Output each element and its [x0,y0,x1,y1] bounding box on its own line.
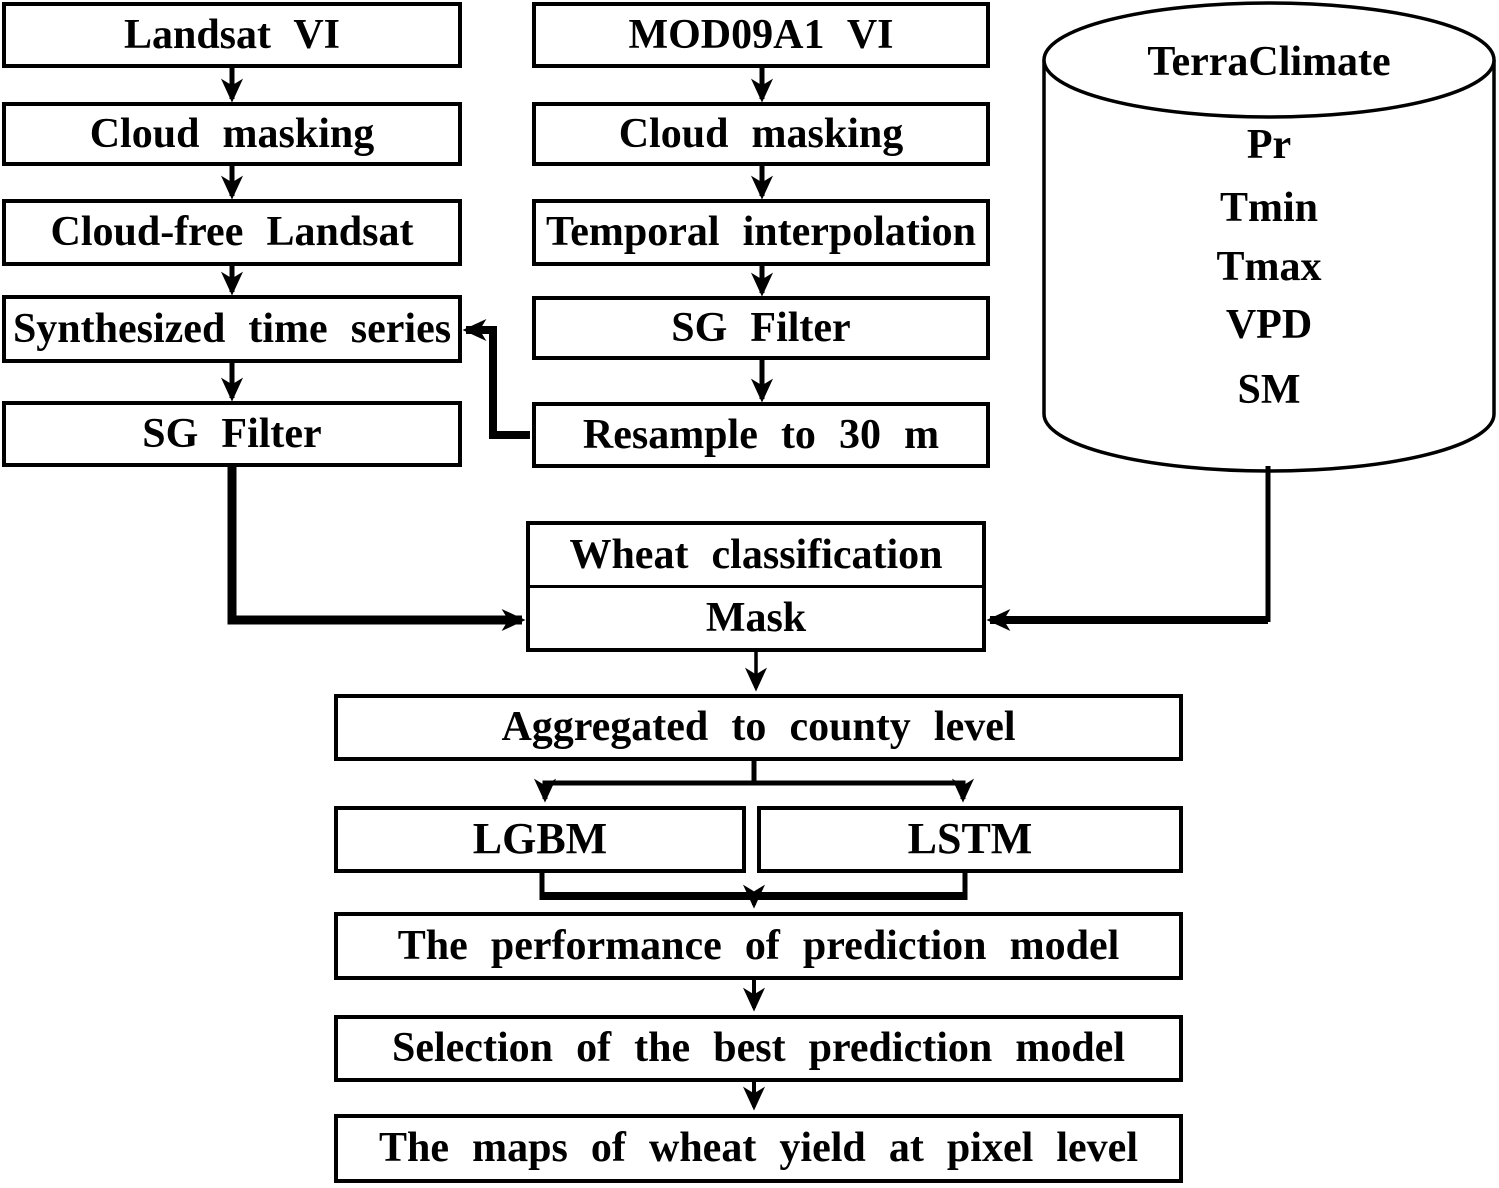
node-sg-filter-modis: SG Filter [532,296,990,360]
node-lstm: LSTM [757,806,1183,873]
terraclimate-var-tmin-label: Tmin [1219,184,1319,231]
terraclimate-var-sm-label: SM [1237,366,1301,413]
node-resample-30m-label: Resample to 30 m [582,411,940,458]
node-selection-label: Selection of the best prediction model [392,1025,1125,1072]
node-sg-filter-landsat: SG Filter [2,401,462,467]
node-resample-30m: Resample to 30 m [532,402,990,468]
terraclimate-var-pr: Pr [1044,120,1494,170]
node-lgbm-label: LGBM [472,814,608,864]
node-cloud-masking-modis: Cloud masking [532,102,990,166]
node-synthesized-time-series: Synthesized time series [2,295,462,363]
node-cloud-free-landsat-label: Cloud-free Landsat [50,209,414,256]
node-temporal-interpolation-label: Temporal interpolation [546,209,976,256]
node-wheat-classification-label: Wheat classification [569,531,943,578]
node-performance-label: The performance of prediction model [397,922,1120,969]
node-performance: The performance of prediction model [334,912,1183,980]
arrow-resample-to-synthesized [462,318,530,439]
node-mod09a1-vi-label: MOD09A1 VI [628,11,894,58]
node-aggregated-county-label: Aggregated to county level [501,704,1016,751]
node-cloud-masking-modis-label: Cloud masking [618,110,904,157]
terraclimate-var-vpd-label: VPD [1225,301,1313,348]
node-sg-filter-modis-label: SG Filter [671,304,851,351]
node-cloud-masking-landsat-label: Cloud masking [89,110,375,157]
node-cloud-free-landsat: Cloud-free Landsat [2,199,462,266]
node-wheat-classification: Wheat classification [530,525,982,588]
node-mask: Mask [530,588,982,648]
terraclimate-title: TerraClimate [1044,37,1494,87]
terraclimate-var-tmin: Tmin [1044,183,1494,233]
node-synthesized-time-series-label: Synthesized time series [12,305,452,352]
arrow-sgfilter-to-mask [227,466,526,632]
node-cloud-masking-landsat: Cloud masking [2,102,462,166]
node-sg-filter-landsat-label: SG Filter [142,410,322,457]
node-selection: Selection of the best prediction model [334,1015,1183,1082]
node-lstm-label: LSTM [907,814,1033,864]
node-mod09a1-vi: MOD09A1 VI [532,2,990,68]
node-temporal-interpolation: Temporal interpolation [532,199,990,266]
terraclimate-var-sm: SM [1044,365,1494,415]
node-mask-label: Mask [705,594,807,641]
node-wheat-classification-mask: Wheat classification Mask [526,521,986,652]
terraclimate-var-tmax-label: Tmax [1216,243,1322,290]
node-lgbm: LGBM [334,806,746,873]
terraclimate-var-pr-label: Pr [1246,121,1292,168]
terraclimate-var-vpd: VPD [1044,300,1494,350]
terraclimate-var-tmax: Tmax [1044,242,1494,292]
node-landsat-vi-label: Landsat VI [123,11,341,58]
node-maps-label: The maps of wheat yield at pixel level [379,1125,1138,1172]
node-aggregated-county: Aggregated to county level [334,694,1183,761]
node-landsat-vi: Landsat VI [2,2,462,68]
terraclimate-title-label: TerraClimate [1147,38,1391,85]
node-maps: The maps of wheat yield at pixel level [334,1114,1183,1183]
